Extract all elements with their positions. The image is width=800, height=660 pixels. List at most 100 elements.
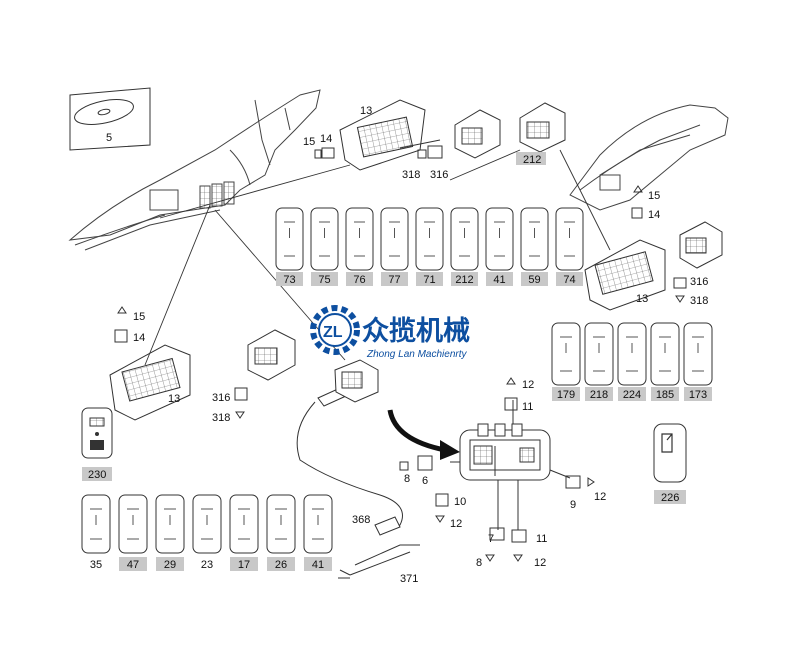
callout-12-c: 12: [594, 491, 606, 503]
callout-7: 7: [488, 533, 494, 545]
callout-316-right: 316: [690, 276, 708, 288]
callout-13-right: 13: [636, 293, 648, 305]
cd-item-5: 5: [69, 87, 151, 151]
callout-12-b: 12: [450, 518, 462, 530]
switch-label-173: 173: [689, 389, 707, 401]
callout-10: 10: [454, 496, 466, 508]
switch-label-212: 212: [455, 274, 473, 286]
switch-block-top: [454, 102, 566, 159]
switch-230: 230: [81, 407, 113, 481]
callout-13-top: 13: [360, 105, 372, 117]
switch-row-right: 179 218 224 185 173: [551, 322, 713, 401]
watermark-logo: ZL 众揽机械 Zhong Lan Machienrty: [310, 305, 470, 360]
callout-14-left: 14: [133, 332, 145, 344]
switch-29: 29: [155, 494, 185, 571]
switch-label-218: 218: [590, 389, 608, 401]
callout-12-d: 12: [534, 557, 546, 569]
callout-371: 371: [400, 573, 418, 585]
watermark-subtitle: Zhong Lan Machienrty: [366, 349, 468, 360]
switch-71: 71: [415, 207, 444, 286]
callout-12-a: 12: [522, 379, 534, 391]
switch-212: 212: [450, 207, 479, 286]
switch-label-17: 17: [238, 559, 250, 571]
switch-173: 173: [683, 322, 713, 401]
switch-label-185: 185: [656, 389, 674, 401]
control-unit-callouts: 12 11 8 6 10 12 9 12 7 8 11 12: [399, 377, 606, 569]
switch-47: 47: [118, 494, 148, 571]
part-callouts: 15 14 318 316 212 15 14 316 318 15 14 31…: [114, 133, 708, 424]
callout-11-b: 11: [536, 533, 547, 545]
callout-11-a: 11: [522, 401, 533, 413]
switch-label-76: 76: [353, 274, 365, 286]
callout-318-right: 318: [690, 295, 708, 307]
curved-arrow: [387, 409, 446, 453]
switch-230-label: 230: [88, 469, 106, 481]
watermark-title: 众揽机械: [362, 316, 470, 347]
switch-label-224: 224: [623, 389, 641, 401]
switch-label-73: 73: [283, 274, 295, 286]
switch-73: 73: [275, 207, 304, 286]
switch-74: 74: [555, 207, 584, 286]
control-unit: [450, 400, 571, 530]
curved-arrow-head: [440, 440, 460, 460]
callout-15-right: 15: [648, 190, 660, 202]
switch-label-59: 59: [528, 274, 540, 286]
callout-8-a: 8: [404, 473, 410, 485]
switch-41: 41: [303, 494, 333, 571]
switch-label-74: 74: [563, 274, 575, 286]
switch-41: 41: [485, 207, 514, 286]
cable-harness: 368 371: [296, 359, 420, 585]
callout-6: 6: [422, 475, 428, 487]
switch-panel-13-top: 13: [339, 99, 426, 171]
switch-23: 23: [192, 494, 222, 571]
callout-13-left: 13: [168, 393, 180, 405]
callout-318-top: 318: [402, 169, 420, 181]
callout-368: 368: [352, 514, 370, 526]
switch-row-bottom: 35 47 29 23 17 26 41: [81, 494, 333, 571]
callout-5: 5: [106, 132, 112, 144]
switch-179: 179: [551, 322, 581, 401]
callout-318-mid: 318: [212, 412, 230, 424]
switch-226-label: 226: [661, 492, 679, 504]
switch-218: 218: [584, 322, 614, 401]
callout-15-top: 15: [303, 136, 315, 148]
switch-label-41: 41: [312, 559, 324, 571]
switch-label-179: 179: [557, 389, 575, 401]
switch-label-41: 41: [493, 274, 505, 286]
callout-316-mid: 316: [212, 392, 230, 404]
switch-75: 75: [310, 207, 339, 286]
dashboard-left: [68, 89, 321, 251]
switch-label-77: 77: [388, 274, 400, 286]
callout-14-top: 14: [320, 133, 332, 145]
switch-label-23: 23: [201, 559, 213, 571]
switch-block-mid: [247, 221, 723, 381]
switch-76: 76: [345, 207, 374, 286]
switch-226: 226: [653, 423, 687, 504]
switch-17: 17: [229, 494, 259, 571]
dashboard-right: [569, 104, 729, 211]
callout-15-left: 15: [133, 311, 145, 323]
switch-label-71: 71: [423, 274, 435, 286]
switch-label-35: 35: [90, 559, 102, 571]
switch-label-26: 26: [275, 559, 287, 571]
callout-14-right: 14: [648, 209, 660, 221]
callout-212: 212: [523, 154, 541, 166]
switch-26: 26: [266, 494, 296, 571]
switch-row-top: 73 75 76 77 71 212 41 59 74: [275, 207, 584, 286]
switch-185: 185: [650, 322, 680, 401]
callout-9: 9: [570, 499, 576, 511]
switch-label-75: 75: [318, 274, 330, 286]
switch-77: 77: [380, 207, 409, 286]
callout-316-top: 316: [430, 169, 448, 181]
switch-panel-13-right: 13: [584, 239, 666, 311]
switch-panel-13-left: 13: [109, 344, 191, 421]
switch-35: 35: [81, 494, 111, 571]
ref-box-212: [516, 152, 546, 165]
callout-8-b: 8: [476, 557, 482, 569]
switch-label-47: 47: [127, 559, 139, 571]
switch-label-29: 29: [164, 559, 176, 571]
switch-224: 224: [617, 322, 647, 401]
switch-59: 59: [520, 207, 549, 286]
watermark-logo-text: ZL: [323, 324, 343, 341]
